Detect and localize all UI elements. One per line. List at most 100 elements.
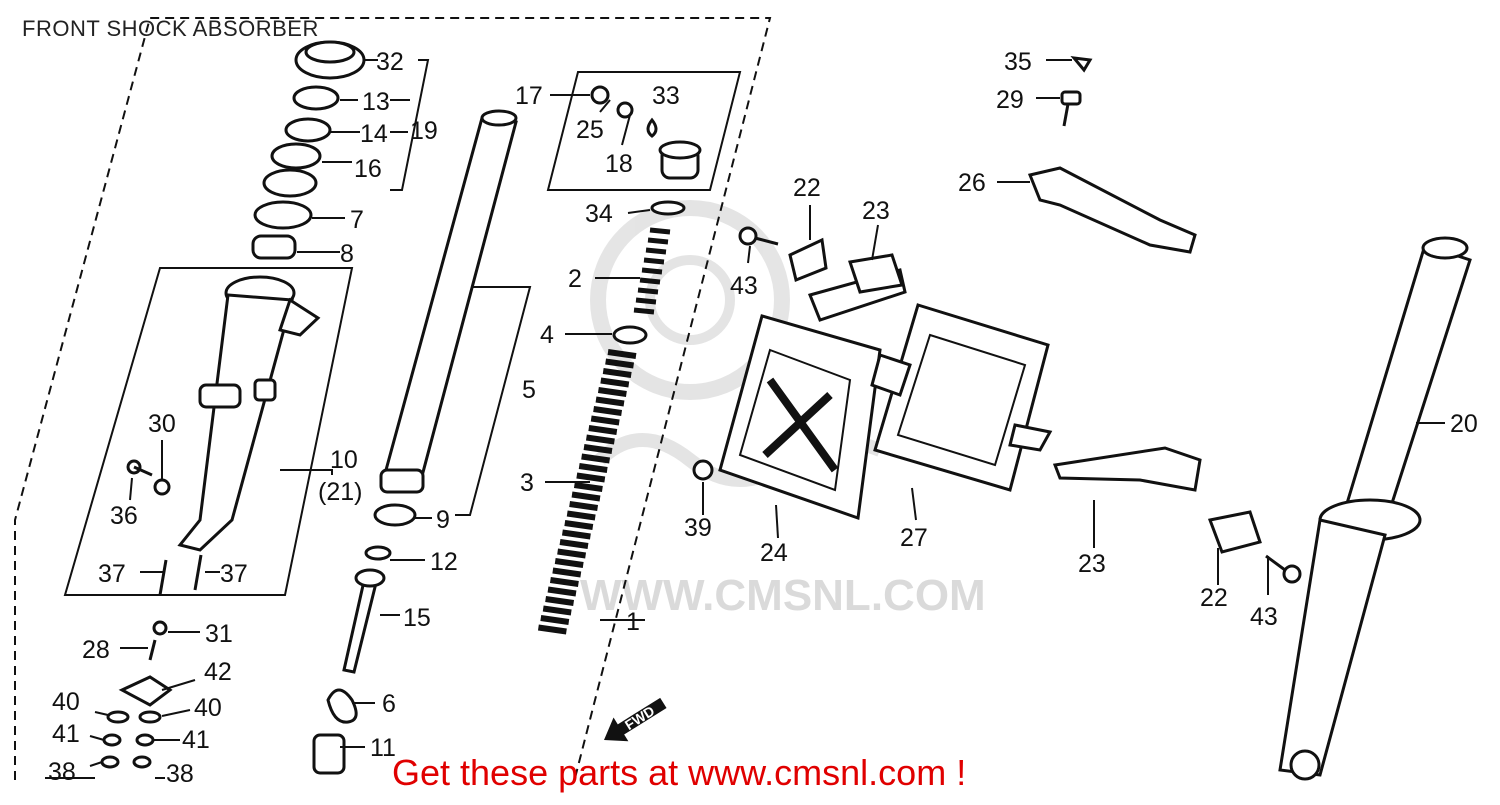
callout-24: 24 [760, 539, 788, 567]
spring-coil [554, 558, 584, 568]
callout-4: 4 [540, 321, 554, 349]
callout-17: 17 [515, 82, 543, 110]
callout-30: 30 [148, 410, 176, 438]
damper-rod [312, 545, 392, 775]
top-washer-34 [650, 200, 686, 216]
callout-8: 8 [340, 240, 354, 268]
callout-23-lower: 23 [1078, 550, 1106, 578]
spring-coil [600, 377, 630, 388]
callout-labels: 1 2 3 4 5 6 7 8 9 10 (21) 11 12 13 14 15… [48, 48, 1478, 788]
callout-15: 15 [403, 604, 431, 632]
callout-33: 33 [652, 82, 680, 110]
drain-parts [100, 620, 173, 769]
spring-coil [547, 586, 577, 597]
callout-43-upper: 43 [730, 272, 758, 300]
spring-coil [573, 482, 603, 492]
watermark-text: WWW.CMSNL.COM [580, 571, 986, 620]
spring-coil [537, 624, 567, 635]
fork-body-left [177, 275, 321, 552]
callout-43-lower: 43 [1250, 603, 1278, 631]
spring-coil [578, 463, 608, 473]
callout-26: 26 [958, 169, 986, 197]
spring-coil [583, 444, 613, 454]
top-bracket-26 [1027, 166, 1197, 254]
spring-coil [559, 539, 589, 549]
callout-14: 14 [360, 120, 388, 148]
nut-39 [692, 459, 714, 481]
bolts-fork-box [126, 459, 203, 596]
spring-coil [545, 596, 575, 606]
callout-32: 32 [376, 48, 404, 76]
callout-29: 29 [996, 86, 1024, 114]
spring-coil [557, 548, 587, 559]
callout-27: 27 [900, 524, 928, 552]
callout-20: 20 [1450, 410, 1478, 438]
callout-9: 9 [436, 506, 450, 534]
page-title: FRONT SHOCK ABSORBER [22, 16, 319, 41]
screws-43 [738, 226, 1302, 584]
bracket-5 [455, 286, 532, 516]
callout-36: 36 [110, 502, 138, 530]
spring-seat [612, 325, 648, 345]
spring-coil [602, 368, 632, 378]
group-outline-fork-body [63, 267, 354, 596]
callout-7: 7 [350, 206, 364, 234]
callout-2: 2 [568, 265, 582, 293]
spring-coil [561, 529, 591, 540]
callout-40-left: 40 [52, 688, 80, 716]
callout-19: 19 [410, 117, 438, 145]
spring-coil [542, 605, 572, 616]
fwd-arrow: FWD [604, 697, 667, 742]
bracket-10 [280, 469, 333, 475]
callout-31: 31 [205, 620, 233, 648]
callout-34: 34 [585, 200, 613, 228]
callout-13: 13 [362, 88, 390, 116]
bolts-29-35 [1060, 56, 1093, 127]
callout-5: 5 [522, 376, 536, 404]
spring-coil [607, 349, 637, 359]
small-spring [633, 227, 671, 315]
footer-promo-link[interactable]: Get these parts at www.cmsnl.com ! [392, 752, 967, 793]
callout-11: 11 [370, 734, 396, 762]
spring-coil [605, 358, 635, 369]
callout-12: 12 [430, 548, 458, 576]
bracket-19 [390, 59, 430, 191]
callout-25: 25 [576, 116, 604, 144]
spring-coil [593, 406, 623, 416]
callout-10: 10 [330, 446, 358, 474]
spring-coil [595, 396, 625, 407]
callout-41-right: 41 [182, 726, 210, 754]
spring-coil [571, 491, 601, 502]
spring-coil [588, 425, 618, 435]
spring-coil [549, 577, 579, 587]
callout-18: 18 [605, 150, 633, 178]
main-spring [537, 349, 637, 635]
callout-21-paren: (21) [318, 478, 362, 506]
inner-tube [373, 109, 518, 527]
leader-lines [45, 59, 1445, 779]
callout-16: 16 [354, 155, 382, 183]
seal-stack [251, 40, 366, 260]
callout-1: 1 [626, 608, 640, 636]
spring-coil [569, 501, 599, 511]
callout-3: 3 [520, 469, 534, 497]
callout-38-left: 38 [48, 758, 76, 786]
callout-40-right: 40 [194, 694, 222, 722]
spring-coil [540, 615, 570, 625]
callout-42: 42 [204, 658, 232, 686]
callout-38-right: 38 [166, 760, 194, 788]
group-outline-main [14, 17, 772, 780]
bracket-23-lower [1052, 446, 1202, 492]
callout-41-left: 41 [52, 720, 80, 748]
spring-coil [566, 510, 596, 521]
callout-37-right: 37 [220, 560, 248, 588]
spring-coil [581, 453, 611, 464]
spring-coil [564, 520, 594, 530]
spring-coil [597, 387, 627, 397]
group-outline-cap-parts [546, 71, 742, 191]
storage-box [870, 303, 1053, 492]
spring-coil [576, 472, 606, 483]
clips-22 [788, 237, 1262, 554]
